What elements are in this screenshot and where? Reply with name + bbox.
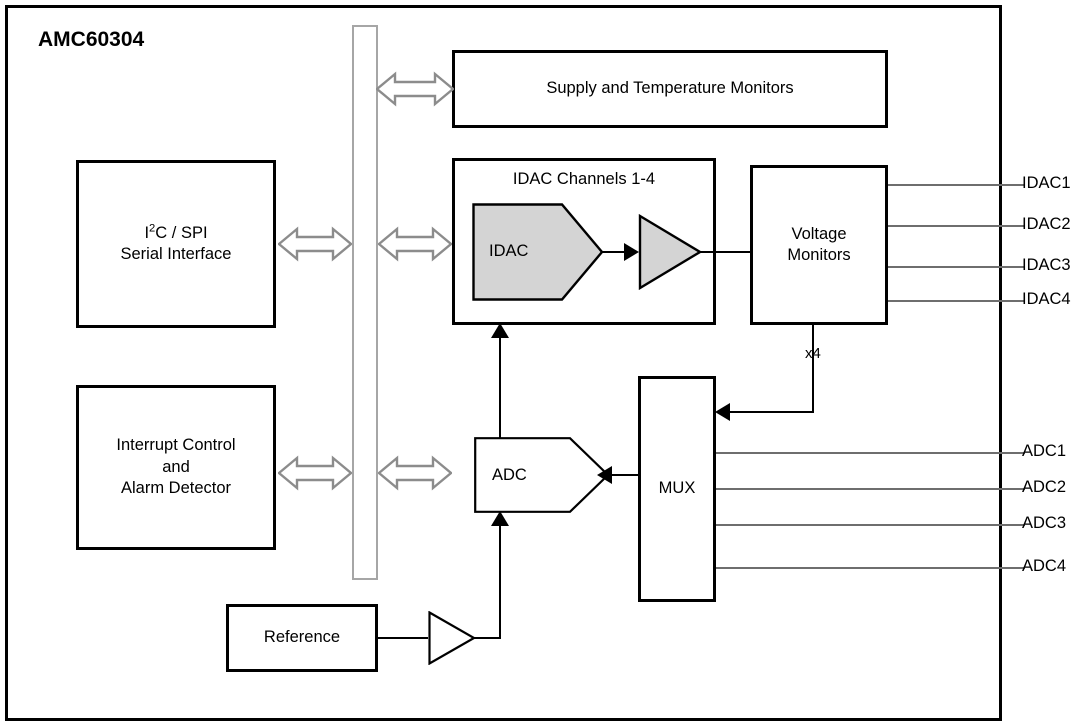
block-serial-interface[interactable]: I2C / SPI Serial Interface [76, 160, 276, 328]
block-voltage-monitors[interactable]: Voltage Monitors [750, 165, 888, 325]
superscript-two: 2 [149, 222, 156, 235]
arrowhead-into-mux-top [714, 403, 730, 421]
pin-label-idac1: IDAC1 [1022, 174, 1071, 192]
pin-label-adc1: ADC1 [1022, 442, 1067, 460]
pin-line-adc3 [716, 524, 1025, 526]
wire-amp-to-voltage-monitors [700, 251, 753, 253]
pin-label-idac2: IDAC2 [1022, 215, 1071, 233]
reference-label: Reference [263, 628, 341, 647]
bus-to-idac-arrow [378, 223, 452, 265]
pin-label-adc3: ADC3 [1022, 514, 1067, 532]
page-title: AMC60304 [38, 28, 145, 51]
idac-core-label: IDAC [489, 242, 529, 260]
pin-line-idac1 [888, 184, 1025, 186]
pin-line-idac4 [888, 300, 1025, 302]
voltage-monitors-line-2: Monitors [787, 246, 851, 264]
block-supply-temperature-monitors[interactable]: Supply and Temperature Monitors [452, 50, 888, 128]
pin-line-adc1 [716, 452, 1025, 454]
wire-buffer-to-corner [473, 637, 501, 639]
pin-label-adc4: ADC4 [1022, 557, 1067, 575]
idac-core-shape[interactable] [472, 203, 604, 301]
wire-idac-to-amp [602, 251, 630, 253]
pin-label-adc2: ADC2 [1022, 478, 1067, 496]
arrowhead-into-adc-bottom [491, 510, 509, 526]
voltage-monitors-line-1: Voltage [791, 224, 847, 243]
block-label: Supply and Temperature Monitors [546, 79, 794, 98]
pin-label-idac3: IDAC3 [1022, 256, 1071, 274]
block-mux[interactable]: MUX [638, 376, 716, 602]
pin-line-idac3 [888, 266, 1025, 268]
wire-voltage-monitors-to-mux [726, 411, 814, 413]
reference-buffer-amplifier[interactable] [428, 611, 476, 665]
idac-channels-label: IDAC Channels 1-4 [512, 170, 656, 188]
block-adc[interactable] [474, 437, 610, 513]
serial-interface-subtitle: Serial Interface [120, 245, 232, 263]
annotation-x4: x4 [805, 345, 821, 362]
wire-adc-to-idac-channels [499, 330, 501, 438]
arrowhead-into-amp [624, 243, 640, 261]
arrowhead-into-idac-channels [491, 322, 509, 338]
block-interrupt-control[interactable]: Interrupt Control and Alarm Detector [76, 385, 276, 550]
arrowhead-into-adc [596, 466, 612, 484]
interrupt-line-2: and [162, 457, 190, 476]
wire-voltage-monitors-down [812, 325, 814, 413]
block-reference[interactable]: Reference [226, 604, 378, 672]
pin-line-idac2 [888, 225, 1025, 227]
serial-to-bus-arrow [278, 223, 352, 265]
wire-reference-up-to-adc [499, 520, 501, 638]
internal-bus-bar [352, 25, 378, 580]
pin-line-adc2 [716, 488, 1025, 490]
pin-line-adc4 [716, 567, 1025, 569]
serial-interface-protocols: I2C / SPI [144, 222, 208, 242]
mux-label: MUX [658, 479, 696, 498]
wire-reference-to-buffer [378, 637, 428, 639]
pin-label-idac4: IDAC4 [1022, 290, 1071, 308]
interrupt-line-3: Alarm Detector [120, 479, 232, 498]
bus-to-supply-arrow [376, 68, 454, 110]
wire-mux-to-adc [608, 474, 640, 476]
bus-to-adc-arrow [378, 452, 452, 494]
adc-label: ADC [492, 466, 527, 484]
interrupt-line-1: Interrupt Control [116, 436, 236, 455]
interrupt-to-bus-arrow [278, 452, 352, 494]
idac-output-amplifier[interactable] [638, 214, 702, 290]
